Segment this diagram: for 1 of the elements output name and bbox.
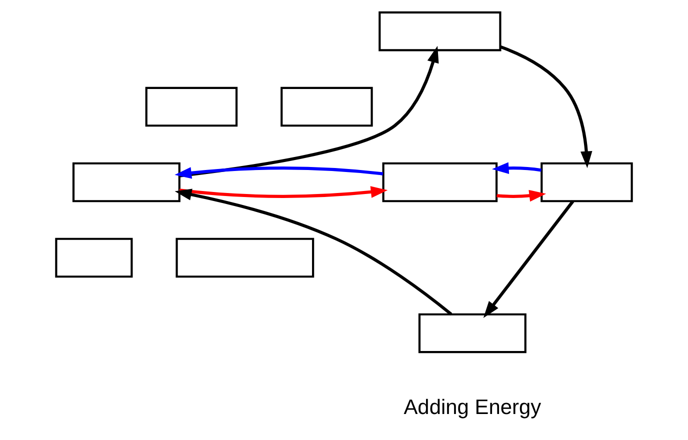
label: Adding Energy bbox=[404, 396, 542, 419]
